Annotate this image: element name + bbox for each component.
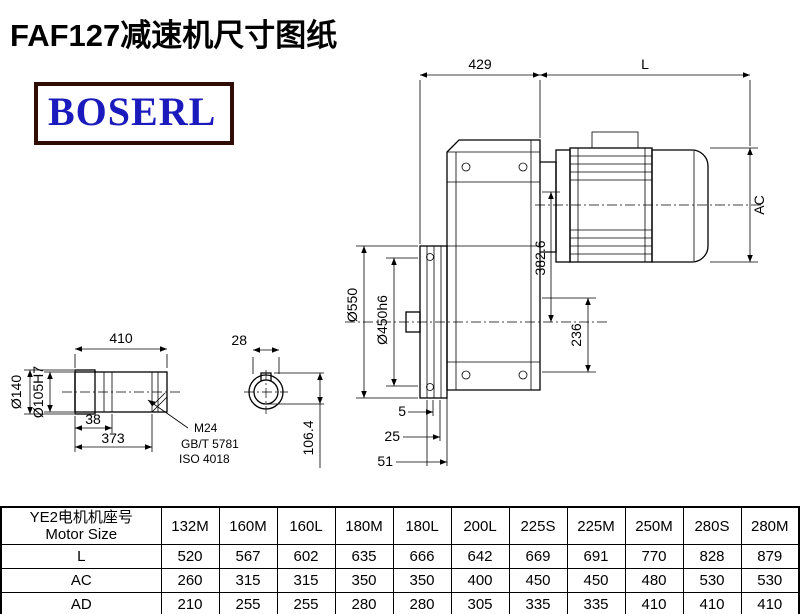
m24-leader-line <box>147 399 189 429</box>
size-col-header: 180M <box>334 506 394 545</box>
table-row-AD: AD 210 255 255 280 280 305 335 335 410 4… <box>0 592 800 614</box>
value-cell: 255 <box>276 592 336 614</box>
dim-106-4: 106.4 <box>300 420 316 455</box>
dim-550: Ø550 <box>344 288 360 322</box>
gearbox-housing <box>446 139 541 391</box>
table-row-AC: AC 260 315 315 350 350 400 450 450 480 5… <box>0 568 800 593</box>
value-cell: 530 <box>740 568 800 593</box>
value-cell: 335 <box>508 592 568 614</box>
callout-m24: M24 <box>194 421 218 435</box>
value-cell: 669 <box>508 544 568 569</box>
value-cell: 315 <box>218 568 278 593</box>
value-cell: 567 <box>218 544 278 569</box>
value-cell: 828 <box>682 544 742 569</box>
keyway <box>260 372 272 381</box>
row-label: AD <box>0 592 162 614</box>
output-shaft-stub <box>405 311 421 333</box>
callout-iso4018: ISO 4018 <box>179 452 230 466</box>
value-cell: 350 <box>334 568 394 593</box>
dim-373: 373 <box>101 430 125 446</box>
shaft-side-view <box>74 369 168 415</box>
dim-105h7: Ø105H7 <box>30 366 46 418</box>
dim-236: 236 <box>568 323 584 347</box>
dim-AC: AC <box>751 195 767 214</box>
value-cell: 350 <box>392 568 452 593</box>
size-col-header: 132M <box>160 506 220 545</box>
motor-size-table: YE2电机机座号 Motor Size 132M 160M 160L 180M … <box>0 506 800 614</box>
dim-38: 38 <box>85 411 101 427</box>
value-cell: 602 <box>276 544 336 569</box>
value-cell: 635 <box>334 544 394 569</box>
value-cell: 770 <box>624 544 684 569</box>
dim-382-6: 382.6 <box>532 240 548 275</box>
value-cell: 480 <box>624 568 684 593</box>
value-cell: 410 <box>682 592 742 614</box>
value-cell: 410 <box>624 592 684 614</box>
value-cell: 335 <box>566 592 626 614</box>
page-title: FAF127减速机尺寸图纸 <box>10 18 338 53</box>
value-cell: 642 <box>450 544 510 569</box>
dim-25: 25 <box>384 428 400 444</box>
value-cell: 280 <box>334 592 394 614</box>
row-label: AC <box>0 568 162 593</box>
size-col-header: 250M <box>624 506 684 545</box>
dim-L: L <box>641 56 649 72</box>
dim-51: 51 <box>377 453 393 469</box>
size-col-header: 225S <box>508 506 568 545</box>
logo-boserl: BOSERL <box>34 82 235 145</box>
shaft-end-view <box>248 372 284 410</box>
value-cell: 210 <box>160 592 220 614</box>
dim-429: 429 <box>468 56 492 72</box>
header-motor-size: YE2电机机座号 Motor Size <box>0 506 162 545</box>
header-motor-size-en: Motor Size <box>45 526 118 543</box>
fan-cowl <box>651 149 709 263</box>
size-col-header: 180L <box>392 506 452 545</box>
technical-drawing: 429 L AC 382.6 236 Ø550 Ø450h6 5 25 51 4… <box>8 56 767 469</box>
dim-140: Ø140 <box>8 375 24 409</box>
centerlines <box>62 204 762 414</box>
value-cell: 400 <box>450 568 510 593</box>
dim-28: 28 <box>231 332 247 348</box>
value-cell: 255 <box>218 592 278 614</box>
logo-text: BOSERL <box>48 89 217 134</box>
size-col-header: 200L <box>450 506 510 545</box>
output-flange <box>405 245 448 399</box>
extension-lines <box>24 80 758 468</box>
value-cell: 450 <box>566 568 626 593</box>
dim-5: 5 <box>398 403 406 419</box>
value-cell: 691 <box>566 544 626 569</box>
value-cell: 280 <box>392 592 452 614</box>
callout-gbt5781: GB/T 5781 <box>181 437 239 451</box>
terminal-box <box>591 131 639 149</box>
value-cell: 530 <box>682 568 742 593</box>
size-col-header: 160L <box>276 506 336 545</box>
value-cell: 410 <box>740 592 800 614</box>
dimension-lines <box>27 72 753 465</box>
value-cell: 315 <box>276 568 336 593</box>
value-cell: 879 <box>740 544 800 569</box>
value-cell: 520 <box>160 544 220 569</box>
header-motor-size-cn: YE2电机机座号 <box>29 509 133 526</box>
table-header-row: YE2电机机座号 Motor Size 132M 160M 160L 180M … <box>0 506 800 545</box>
value-cell: 305 <box>450 592 510 614</box>
dim-450h6: Ø450h6 <box>374 295 390 345</box>
size-col-header: 280S <box>682 506 742 545</box>
value-cell: 450 <box>508 568 568 593</box>
size-col-header: 160M <box>218 506 278 545</box>
row-label: L <box>0 544 162 569</box>
size-col-header: 280M <box>740 506 800 545</box>
motor <box>540 131 709 263</box>
dim-410: 410 <box>109 330 133 346</box>
table-row-L: L 520 567 602 635 666 642 669 691 770 82… <box>0 544 800 569</box>
value-cell: 666 <box>392 544 452 569</box>
size-col-header: 225M <box>566 506 626 545</box>
value-cell: 260 <box>160 568 220 593</box>
